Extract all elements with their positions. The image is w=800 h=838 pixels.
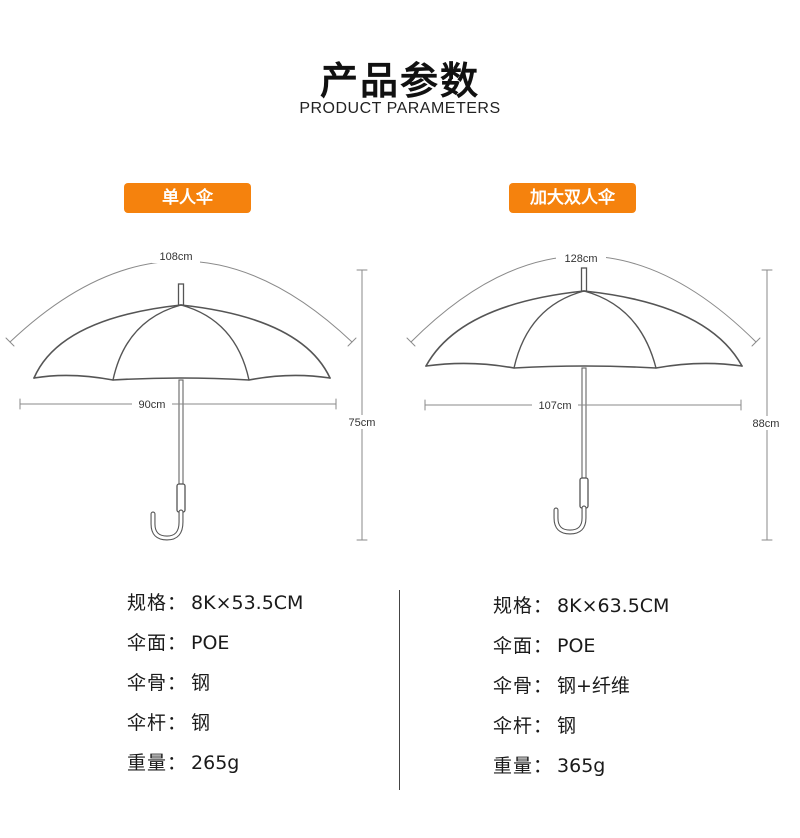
column-divider: [399, 590, 400, 790]
single-height-label: 75cm: [349, 417, 376, 429]
spec-row-size: 规格：8K×63.5CM: [493, 591, 669, 631]
spec-row-canopy: 伞面：POE: [127, 628, 303, 668]
spec-value: 8K×63.5CM: [557, 595, 670, 617]
spec-value: POE: [191, 632, 230, 654]
spec-label: 规格：: [493, 595, 554, 617]
single-arc-label: 108cm: [159, 251, 192, 263]
double-umbrella-badge: 加大双人伞: [509, 183, 636, 213]
spec-label: 重量：: [493, 755, 554, 777]
spec-row-shaft: 伞杆：钢: [127, 708, 303, 748]
spec-row-weight: 重量：365g: [493, 751, 669, 791]
double-arc-label: 128cm: [564, 253, 597, 265]
spec-label: 重量：: [127, 752, 188, 774]
double-arc-dimension-line: [410, 255, 757, 343]
double-umbrella-diagram: [406, 255, 773, 541]
spec-row-shaft: 伞杆：钢: [493, 711, 669, 751]
double-specs-list: 规格：8K×63.5CM 伞面：POE 伞骨：钢+纤维 伞杆：钢 重量：365g: [493, 591, 669, 791]
spec-row-weight: 重量：265g: [127, 748, 303, 788]
single-width-label: 90cm: [139, 399, 166, 411]
spec-row-size: 规格：8K×53.5CM: [127, 588, 303, 628]
double-canopy: [425, 290, 743, 367]
page-subtitle: PRODUCT PARAMETERS: [299, 100, 501, 117]
spec-row-ribs: 伞骨：钢+纤维: [493, 671, 669, 711]
spec-row-canopy: 伞面：POE: [493, 631, 669, 671]
spec-label: 规格：: [127, 592, 188, 614]
spec-value: 8K×53.5CM: [191, 592, 304, 614]
single-specs-list: 规格：8K×53.5CM 伞面：POE 伞骨：钢 伞杆：钢 重量：265g: [127, 588, 303, 788]
single-umbrella-diagram: [5, 260, 368, 541]
spec-value: 265g: [191, 752, 240, 774]
single-arc-dimension-line: [9, 260, 353, 343]
spec-label: 伞面：: [493, 635, 554, 657]
umbrella-diagrams: 108cm 90cm 75cm 128cm 107cm 88cm: [5, 251, 780, 541]
spec-value: 钢: [191, 712, 211, 734]
single-canopy: [33, 304, 331, 379]
spec-label: 伞杆：: [493, 715, 554, 737]
single-umbrella-badge: 单人伞: [124, 183, 251, 213]
spec-row-ribs: 伞骨：钢: [127, 668, 303, 708]
page-title: 产品参数: [319, 59, 480, 103]
spec-value: 钢+纤维: [557, 675, 630, 697]
spec-label: 伞骨：: [127, 672, 188, 694]
spec-value: 365g: [557, 755, 606, 777]
spec-value: POE: [557, 635, 596, 657]
spec-value: 钢: [191, 672, 211, 694]
spec-label: 伞杆：: [127, 712, 188, 734]
double-height-label: 88cm: [753, 418, 780, 430]
spec-label: 伞骨：: [493, 675, 554, 697]
spec-label: 伞面：: [127, 632, 188, 654]
spec-value: 钢: [557, 715, 577, 737]
double-width-label: 107cm: [538, 400, 571, 412]
